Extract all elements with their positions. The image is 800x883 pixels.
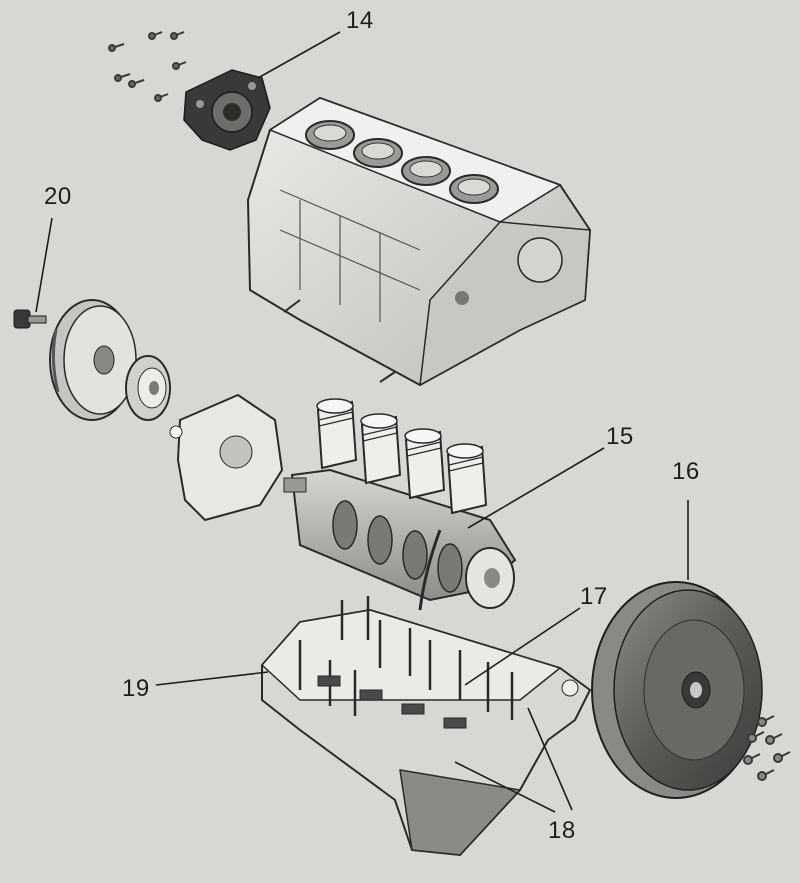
callout-14: 14 (346, 7, 374, 34)
leader-19 (155, 671, 269, 686)
leader-17 (464, 607, 581, 686)
crank-sensor (13, 309, 47, 329)
callout-18: 18 (548, 817, 576, 844)
bedplate (260, 596, 592, 857)
cylinder-block (246, 96, 592, 387)
callout-19: 19 (122, 675, 150, 702)
crankshaft-pulley (49, 299, 137, 421)
callout-20: 20 (44, 183, 72, 210)
leader-14 (257, 31, 341, 79)
crankshaft (283, 468, 517, 609)
flywheel (591, 581, 763, 799)
crankshaft-seal (418, 529, 442, 611)
callout-15: 15 (606, 423, 634, 450)
water-pump-bolts (108, 31, 187, 102)
leader-20 (35, 217, 53, 313)
callout-17: 17 (580, 583, 608, 610)
pistons (316, 398, 488, 515)
leader-15 (467, 447, 605, 529)
leader-lines (35, 31, 689, 813)
timing-sprocket (125, 355, 171, 421)
callout-16: 16 (672, 458, 700, 485)
water-pump (183, 69, 271, 151)
leader-18a (454, 761, 556, 813)
flywheel-bolts (743, 715, 791, 781)
oil-pump-cover (169, 393, 284, 522)
leader-18b (527, 707, 573, 811)
